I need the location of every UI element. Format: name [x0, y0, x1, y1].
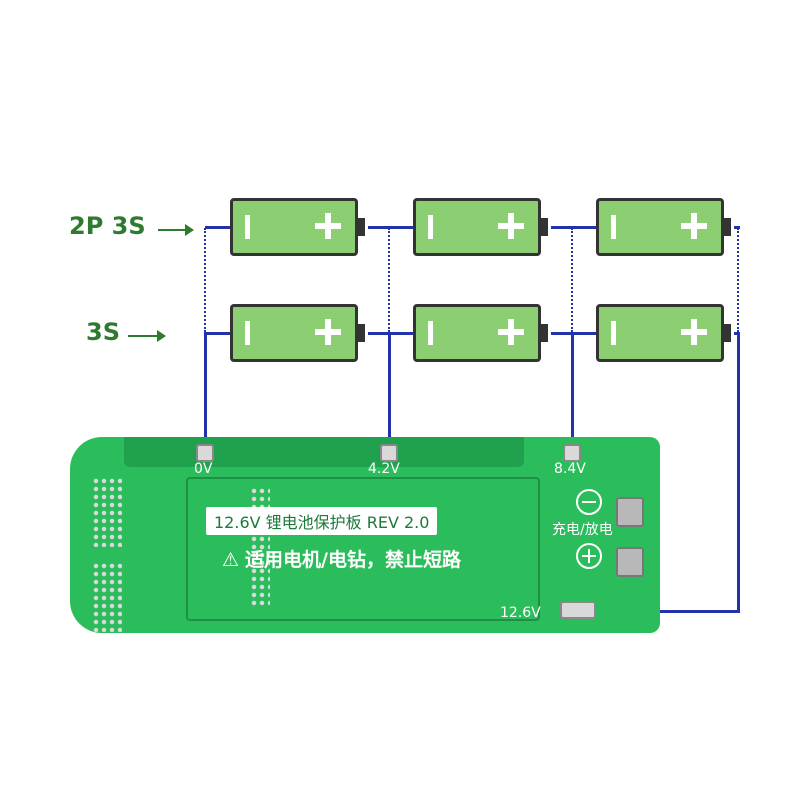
- wire: [586, 610, 740, 613]
- wire: [388, 332, 391, 450]
- wire: [204, 332, 207, 450]
- battery-icon: [596, 198, 731, 256]
- via-dots: [92, 477, 122, 547]
- terminal-plus: [616, 547, 644, 577]
- battery-icon: [413, 198, 548, 256]
- output-label: 12.6V: [500, 605, 541, 621]
- parallel-link: [388, 228, 390, 332]
- warning-text: ⚠适用电机/电钻，禁止短路: [222, 545, 461, 572]
- pad-output: [560, 601, 596, 619]
- warning-icon: ⚠: [222, 549, 240, 571]
- parallel-link: [571, 228, 573, 332]
- parallel-link: [204, 228, 206, 332]
- board-strip: [124, 437, 524, 467]
- tap-label-0v: 0V: [194, 461, 213, 477]
- wire: [205, 226, 230, 229]
- label-3s: 3S: [86, 318, 120, 346]
- battery-icon: [413, 304, 548, 362]
- battery-icon: [230, 304, 365, 362]
- battery-icon: [230, 198, 365, 256]
- pad-4v2: [380, 444, 398, 462]
- board-outline: [186, 477, 540, 621]
- arrow-right-icon: [128, 330, 166, 342]
- terminal-minus: [616, 497, 644, 527]
- battery-icon: [596, 304, 731, 362]
- board-rev-label: 12.6V 锂电池保护板 REV 2.0: [206, 507, 438, 535]
- wire: [205, 332, 230, 335]
- minus-icon: [576, 489, 602, 515]
- plus-icon: [576, 543, 602, 569]
- charge-discharge-label: 充电/放电: [552, 522, 613, 538]
- via-dots: [92, 562, 122, 632]
- wire: [551, 226, 596, 229]
- parallel-link: [737, 228, 739, 332]
- tap-label-4v2: 4.2V: [368, 461, 400, 477]
- arrow-right-icon: [158, 224, 194, 236]
- tap-label-8v4: 8.4V: [554, 461, 586, 477]
- wire: [571, 332, 574, 450]
- wire: [368, 226, 413, 229]
- warning-label: 适用电机/电钻，禁止短路: [245, 549, 461, 571]
- wire: [737, 332, 740, 612]
- pad-8v4: [563, 444, 581, 462]
- pad-0v: [196, 444, 214, 462]
- label-2p3s: 2P 3S: [69, 212, 146, 240]
- protection-board: 0V 4.2V 8.4V 12.6V 锂电池保护板 REV 2.0 ⚠适用电机/…: [70, 437, 660, 633]
- wire: [734, 226, 740, 229]
